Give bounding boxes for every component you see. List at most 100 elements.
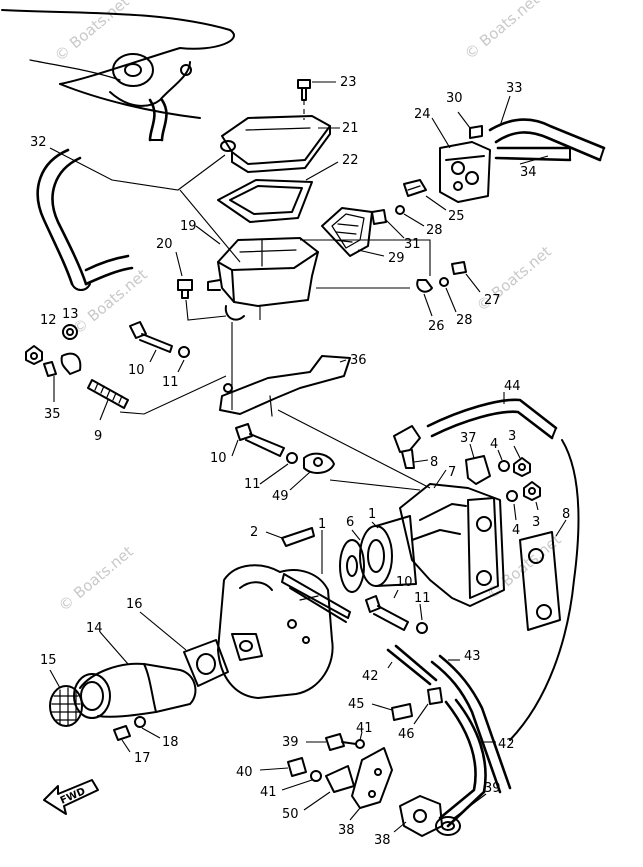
- stud-2: [281, 527, 315, 547]
- engine-cowling: [1, 9, 235, 142]
- screw-41-upper: [325, 733, 357, 751]
- label-28-lower: 28: [456, 313, 473, 328]
- label-49: 49: [272, 489, 289, 504]
- nut-13: [62, 324, 78, 340]
- bolt-10-middle: [235, 423, 298, 464]
- pipes-1: [281, 573, 351, 623]
- label-36: 35: [44, 407, 61, 422]
- label-9: 9: [94, 429, 102, 444]
- label-31: 31: [404, 237, 421, 252]
- label-30: 30: [446, 91, 463, 106]
- screw-17: [113, 716, 146, 741]
- label-8: 8: [562, 507, 570, 522]
- hose-46: [426, 398, 580, 741]
- label-11-middle: 11: [244, 477, 261, 492]
- label-50: 50: [282, 807, 299, 822]
- label-6: 7: [448, 465, 456, 480]
- label-22: 22: [342, 153, 359, 168]
- label-3-upper: 3: [508, 429, 516, 444]
- elbow-7: [393, 425, 421, 469]
- label-39: 39: [484, 781, 501, 796]
- label-43: 42: [498, 737, 515, 752]
- screw-47: [391, 703, 413, 721]
- label-17: 17: [134, 751, 151, 766]
- label-5: 6: [346, 515, 354, 530]
- manifold-gasket-16: [183, 639, 229, 687]
- label-13: 13: [62, 307, 79, 322]
- air-cover-21: [220, 115, 331, 173]
- label-48: 46: [398, 727, 415, 742]
- label-37: 37: [460, 431, 477, 446]
- label-33: 33: [506, 81, 523, 96]
- label-32: 32: [30, 135, 47, 150]
- nut-4-upper: [498, 460, 510, 472]
- label-41-upper: 39: [282, 735, 299, 750]
- label-44: 42: [362, 669, 379, 684]
- label-34: 34: [520, 165, 537, 180]
- screw-23: [297, 79, 311, 120]
- clip-50: [325, 765, 355, 793]
- screen-15: [49, 685, 83, 727]
- label-29: 29: [388, 251, 405, 266]
- label-18: 18: [162, 735, 179, 750]
- label-10-upper: 10: [128, 363, 145, 378]
- clip-37: [465, 455, 491, 485]
- carburetor-6: [399, 483, 505, 607]
- label-7: 8: [430, 455, 438, 470]
- filter-25: [403, 179, 427, 197]
- silencer-14: [73, 662, 197, 719]
- bracket-36: [43, 352, 82, 377]
- label-46: 44: [504, 379, 521, 394]
- label-14: 14: [86, 621, 103, 636]
- label-28-upper: 28: [426, 223, 443, 238]
- label-27: 27: [484, 293, 501, 308]
- silencer-housing-19: [207, 237, 319, 321]
- label-12: 12: [40, 313, 57, 328]
- cap-39: [435, 816, 461, 836]
- bolt-10-lower: [365, 595, 428, 634]
- bolt-10-upper: [129, 321, 190, 358]
- hose-33: [488, 118, 606, 162]
- label-2: 2: [250, 525, 258, 540]
- label-10-middle: 10: [210, 451, 227, 466]
- label-45: 43: [464, 649, 481, 664]
- fwd-label: FWD: [59, 786, 87, 807]
- label-23: 23: [340, 75, 357, 90]
- watermark-lower-left: © Boats.net: [55, 542, 137, 615]
- label-3-lower: 3: [532, 515, 540, 530]
- label-35: 36: [350, 353, 367, 368]
- clamp-49: [303, 452, 335, 474]
- label-20: 20: [156, 237, 173, 252]
- clip-26: [416, 279, 433, 293]
- label-38: 38: [374, 833, 391, 848]
- washer-42-upper: [355, 739, 365, 749]
- hose-43: [438, 698, 487, 828]
- label-4-lower: 4: [512, 523, 520, 538]
- label-1-right: 1: [368, 507, 376, 522]
- screw-31: [371, 205, 405, 225]
- gasket-22: [217, 179, 313, 223]
- label-4-upper: 4: [490, 437, 498, 452]
- label-47: 45: [348, 697, 365, 712]
- washer-42-lower: [310, 770, 322, 782]
- fitting-48: [427, 687, 443, 705]
- label-1-left: 1: [318, 517, 326, 532]
- nut-12: [25, 345, 43, 365]
- label-15: 15: [40, 653, 57, 668]
- stud-9: [87, 379, 129, 409]
- label-42-upper: 41: [356, 721, 373, 736]
- label-11-upper: 11: [162, 375, 179, 390]
- fwd-arrow-icon: FWD: [43, 779, 99, 815]
- label-11-lower: 11: [414, 591, 431, 606]
- watermark-mid-left: © Boats.net: [69, 265, 151, 338]
- label-25: 25: [448, 209, 465, 224]
- hose-44: [386, 644, 438, 686]
- label-19: 19: [180, 219, 197, 234]
- label-40: 38: [338, 823, 355, 838]
- label-16: 16: [126, 597, 143, 612]
- label-10-lower: 10: [396, 575, 413, 590]
- screw-30: [457, 111, 483, 139]
- screw-41-lower: [287, 757, 307, 777]
- watermark-top-left: © Boats.net: [51, 0, 133, 65]
- reed-plate-29: [321, 207, 373, 257]
